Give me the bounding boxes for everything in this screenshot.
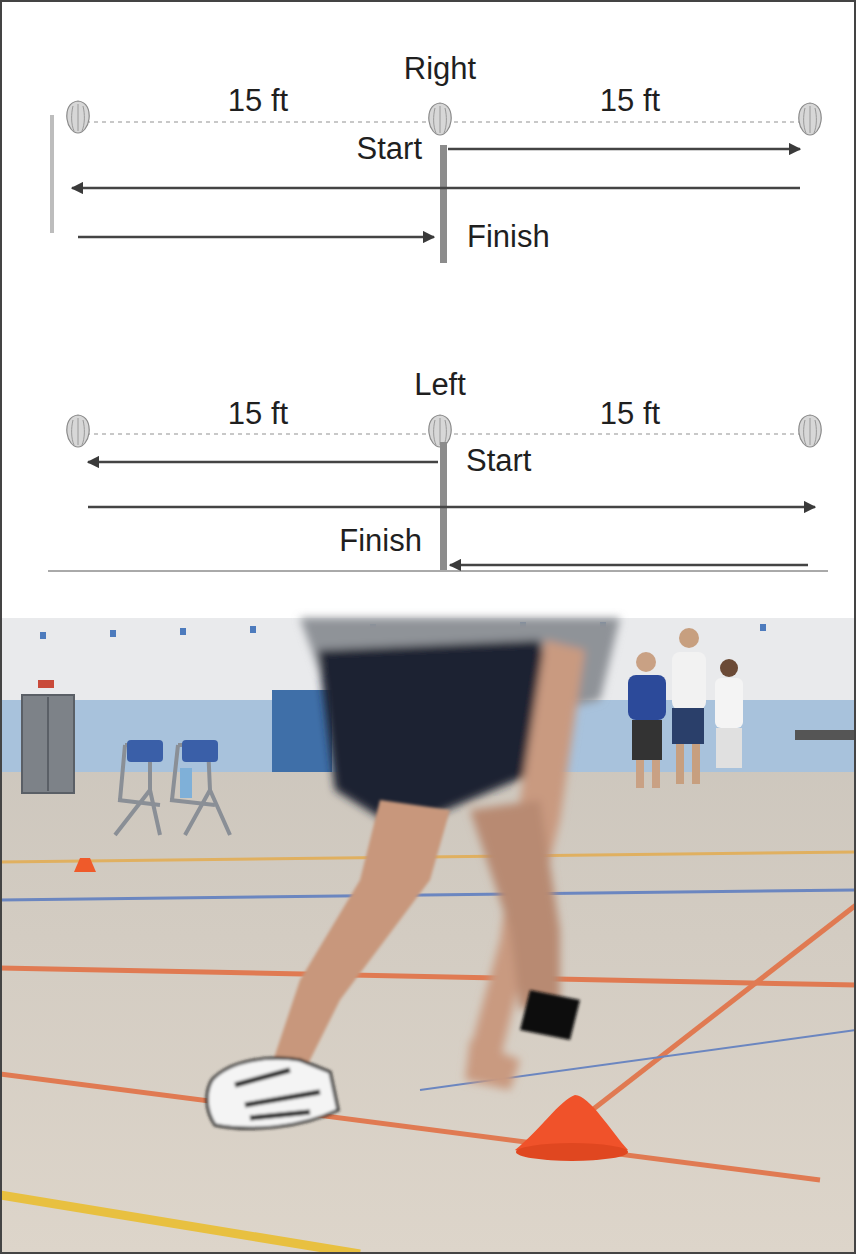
direction-label: Left [414,369,466,400]
direction-label: Right [404,53,476,84]
distance-label: 15 ft [600,398,660,429]
gym-photo [0,618,856,1254]
distance-label: 15 ft [228,85,288,116]
distance-label: 15 ft [228,398,288,429]
start-label: Start [357,133,422,164]
finish-label: Finish [339,525,422,556]
left-course [48,415,828,571]
finish-label: Finish [467,221,550,252]
right-course [50,101,821,263]
distance-label: 15 ft [600,85,660,116]
start-label: Start [466,445,531,476]
